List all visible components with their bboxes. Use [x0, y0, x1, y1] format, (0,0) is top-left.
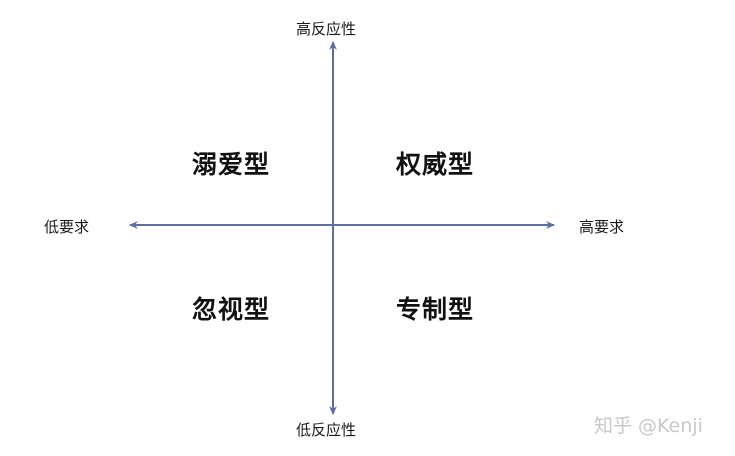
axis-label-top: 高反应性 — [296, 20, 357, 38]
quadrant-bottom-left: 忽视型 — [192, 295, 271, 324]
quadrant-bottom-right: 专制型 — [396, 295, 475, 324]
axis-label-right: 高要求 — [579, 218, 625, 236]
quadrant-top-right: 权威型 — [396, 150, 475, 179]
axis-label-left: 低要求 — [44, 218, 90, 236]
axis-label-bottom: 低反应性 — [296, 421, 357, 439]
watermark: 知乎 @Kenji — [594, 415, 703, 437]
quadrant-top-left: 溺爱型 — [192, 150, 271, 179]
